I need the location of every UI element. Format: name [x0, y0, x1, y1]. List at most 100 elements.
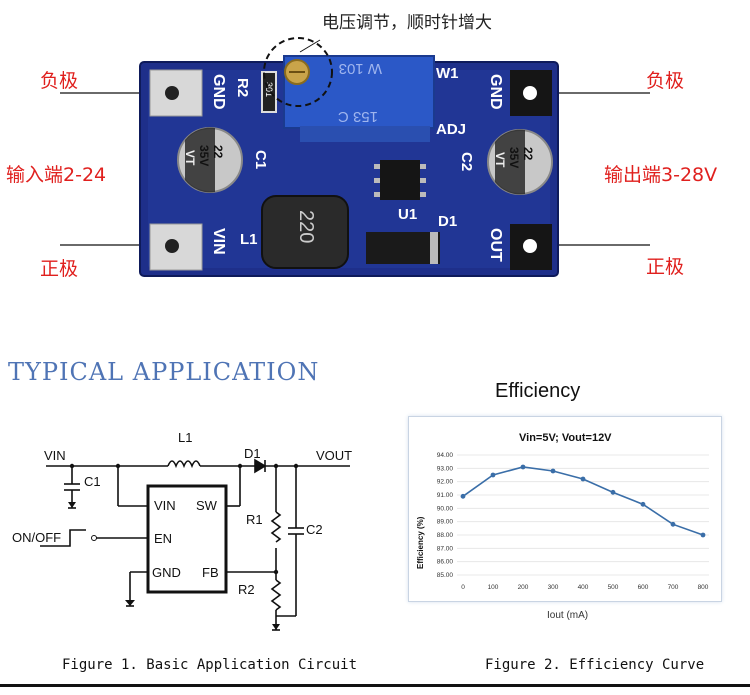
resistor-r2: [261, 71, 277, 113]
ic-pin-en: EN: [154, 531, 172, 546]
chart-ytick-label: 85.00: [437, 572, 454, 579]
silk-l1: L1: [240, 231, 258, 248]
chart-ytick-label: 90.00: [437, 505, 454, 512]
silk-w1: W1: [436, 65, 459, 82]
chart-ytick-label: 94.00: [437, 452, 454, 459]
figure2-caption: Figure 2. Efficiency Curve: [485, 657, 705, 673]
efficiency-data-point: [670, 521, 676, 527]
cap-right-1: 22: [521, 147, 535, 161]
pot-text-1: W 103: [339, 60, 382, 77]
efficiency-data-point: [610, 489, 616, 495]
efficiency-data-point: [700, 532, 706, 538]
circuit-r1-label: R1: [246, 512, 263, 527]
figure1-caption: Figure 1. Basic Application Circuit: [62, 657, 358, 673]
board-photo: GND VIN GND OUT R2 301 W 103 153 C W1 AD…: [0, 0, 750, 300]
board-illustration: GND VIN GND OUT R2 301 W 103 153 C W1 AD…: [60, 37, 650, 277]
resistor-r2-symbol: [270, 579, 282, 611]
chart-xtick-label: 300: [548, 584, 559, 591]
inductor-l1: [261, 195, 349, 269]
ic-pin-fb: FB: [202, 565, 219, 580]
chart-ytick-label: 93.00: [437, 465, 454, 472]
ic-symbol: [146, 484, 228, 594]
silk-r2: R2: [234, 78, 251, 97]
efficiency-chart: Vin=5V; Vout=12V Efficiency (%) 94.00 93.…: [416, 432, 709, 591]
highlight-circle: [263, 37, 333, 107]
circuit-onoff-label: ON/OFF: [12, 530, 61, 545]
pin-label-vin: VIN: [210, 228, 227, 255]
silk-adj: ADJ: [436, 121, 466, 138]
circuit-l1-label: L1: [178, 430, 192, 445]
chart-ytick-label: 86.00: [437, 559, 454, 566]
resistor-r1-symbol: [270, 511, 282, 543]
label-output-range: 输出端3-28V: [604, 164, 718, 186]
efficiency-data-point: [490, 472, 496, 478]
chart-ytick-label: 87.00: [437, 545, 454, 552]
pad-hole: [523, 239, 537, 253]
circuit-c1-label: C1: [84, 474, 101, 489]
chart-xaxis-label: Iout (mA): [547, 610, 589, 621]
pin-label-out: OUT: [487, 228, 504, 262]
chart-xtick-label: 500: [608, 584, 619, 591]
bottom-rule: [0, 684, 750, 687]
chart-subtitle: Vin=5V; Vout=12V: [519, 432, 612, 444]
label-input-range: 输入端2-24: [6, 164, 107, 186]
pin-label-gnd-left: GND: [210, 74, 227, 110]
ic-pin-sw: SW: [196, 498, 218, 513]
circuit-d1-label: D1: [244, 446, 261, 461]
circuit-vout-label: VOUT: [316, 448, 352, 463]
silk-c2: C2: [458, 152, 475, 171]
pad-hole: [165, 239, 179, 253]
efficiency-data-point: [640, 501, 646, 507]
diode-d1: [366, 232, 440, 264]
label-right-positive: 正极: [646, 256, 685, 278]
ic-pin-vin: VIN: [154, 498, 176, 513]
label-right-negative: 负极: [646, 70, 685, 92]
chart-ylabel: Efficiency (%): [416, 516, 425, 569]
chart-panel: Vin=5V; Vout=12V Efficiency (%) 94.00 93.…: [408, 416, 722, 602]
chart-xtick-label: 800: [698, 584, 709, 591]
circuit-c2-label: C2: [306, 522, 323, 537]
chart-xtick-label: 600: [638, 584, 649, 591]
ic-u1: [380, 160, 420, 200]
chart-ytick-label: 92.00: [437, 479, 454, 486]
pcb-surface: [148, 70, 550, 268]
cap-left-1: 22: [211, 145, 225, 159]
section-title: TYPICAL APPLICATION: [8, 358, 320, 386]
pad-hole: [523, 86, 537, 100]
pot-adjust-note: 电压调节，顺时针增大: [322, 13, 492, 33]
chart-ytick-label: 88.00: [437, 532, 454, 539]
inductor-code: 220: [295, 210, 317, 243]
cap-right-2: 35V: [507, 147, 521, 168]
label-left-positive: 正极: [40, 258, 79, 280]
resistor-code: 301: [264, 82, 274, 97]
chart-xtick-label: 200: [518, 584, 529, 591]
pad-hole: [165, 86, 179, 100]
silk-d1: D1: [438, 213, 457, 230]
cap-right-3: VT: [493, 152, 507, 168]
leader-line-pot: [299, 39, 321, 53]
pot-text-2: 153 C: [338, 108, 378, 125]
pin-label-gnd-right: GND: [487, 74, 504, 110]
chart-xtick-label: 400: [578, 584, 589, 591]
cap-left-3: VT: [183, 150, 197, 166]
chart-ytick-label: 91.00: [437, 492, 454, 499]
label-left-negative: 负极: [40, 70, 79, 92]
efficiency-data-point: [460, 493, 466, 499]
circuit-vin-label: VIN: [44, 448, 66, 463]
silk-u1: U1: [398, 206, 417, 223]
diode-symbol: [254, 458, 267, 474]
chart-xtick-label: 700: [668, 584, 679, 591]
ic-pin-gnd: GND: [152, 565, 181, 580]
chart-xtick-label: 100: [488, 584, 499, 591]
efficiency-data-point: [550, 468, 556, 474]
chart-xtick-label: 0: [461, 584, 465, 591]
efficiency-data-point: [520, 464, 526, 470]
chart-title: Efficiency: [495, 380, 581, 402]
efficiency-data-point: [580, 476, 586, 482]
potentiometer-base: [300, 126, 430, 142]
cap-left-2: 35V: [197, 145, 211, 166]
application-circuit: VIN VOUT L1 D1 C1 C2 R1 R2 ON/OFF VIN SW…: [12, 430, 352, 631]
inductor-symbol: [167, 460, 201, 469]
chart-ytick-label: 89.00: [437, 519, 454, 526]
silk-c1: C1: [252, 150, 269, 169]
